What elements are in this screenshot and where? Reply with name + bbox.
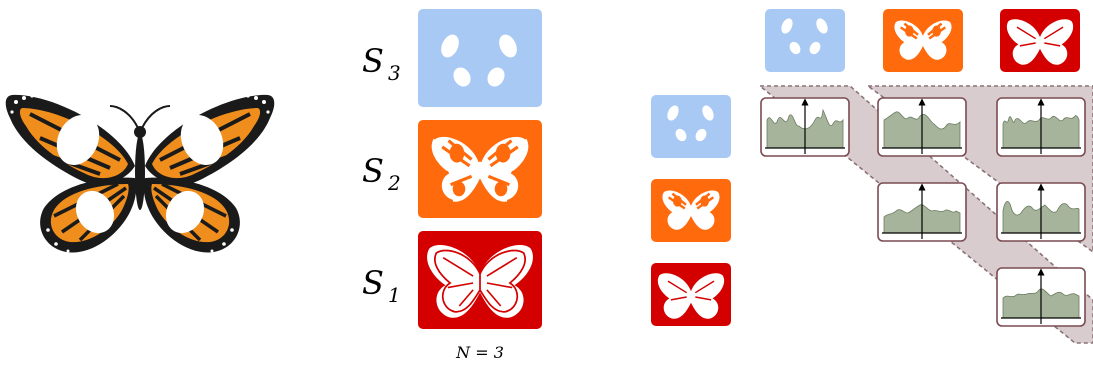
plot-cell-3-1 (996, 97, 1086, 157)
plot-cell-2-2 (877, 182, 967, 242)
plot-cells (760, 97, 1086, 327)
column-headers (765, 9, 1080, 72)
scale-label-s1-main: S (362, 264, 384, 302)
scale-label-s3-main: S (362, 42, 384, 80)
row-headers (651, 95, 731, 326)
scale-label-s2-main: S (362, 152, 384, 190)
scale-stack (418, 9, 542, 329)
scale-3-tile (418, 9, 542, 107)
scale-label-s3-sub: 3 (388, 61, 401, 85)
scale-label-s1: S 1 (362, 264, 401, 307)
scale-count-caption: N = 3 (455, 343, 504, 362)
plot-cell-2-1 (996, 182, 1086, 242)
butterfly-edges-icon (431, 133, 529, 204)
scale-label-s1-sub: 1 (388, 283, 401, 307)
four-spots-icon (441, 34, 517, 87)
plot-cell-3-2 (877, 97, 967, 157)
input-butterfly-icon (3, 92, 277, 255)
row-header-scale-3 (651, 95, 731, 158)
scale-label-s2-sub: 2 (387, 171, 401, 195)
scale-label-s3: S 3 (362, 42, 401, 85)
scale-label-s2: S 2 (362, 152, 401, 195)
butterfly-silhouette-icon (427, 245, 533, 318)
plot-cell-1-1 (996, 267, 1086, 327)
plot-cell-3-3 (760, 97, 850, 157)
col-header-scale-3 (765, 9, 845, 72)
